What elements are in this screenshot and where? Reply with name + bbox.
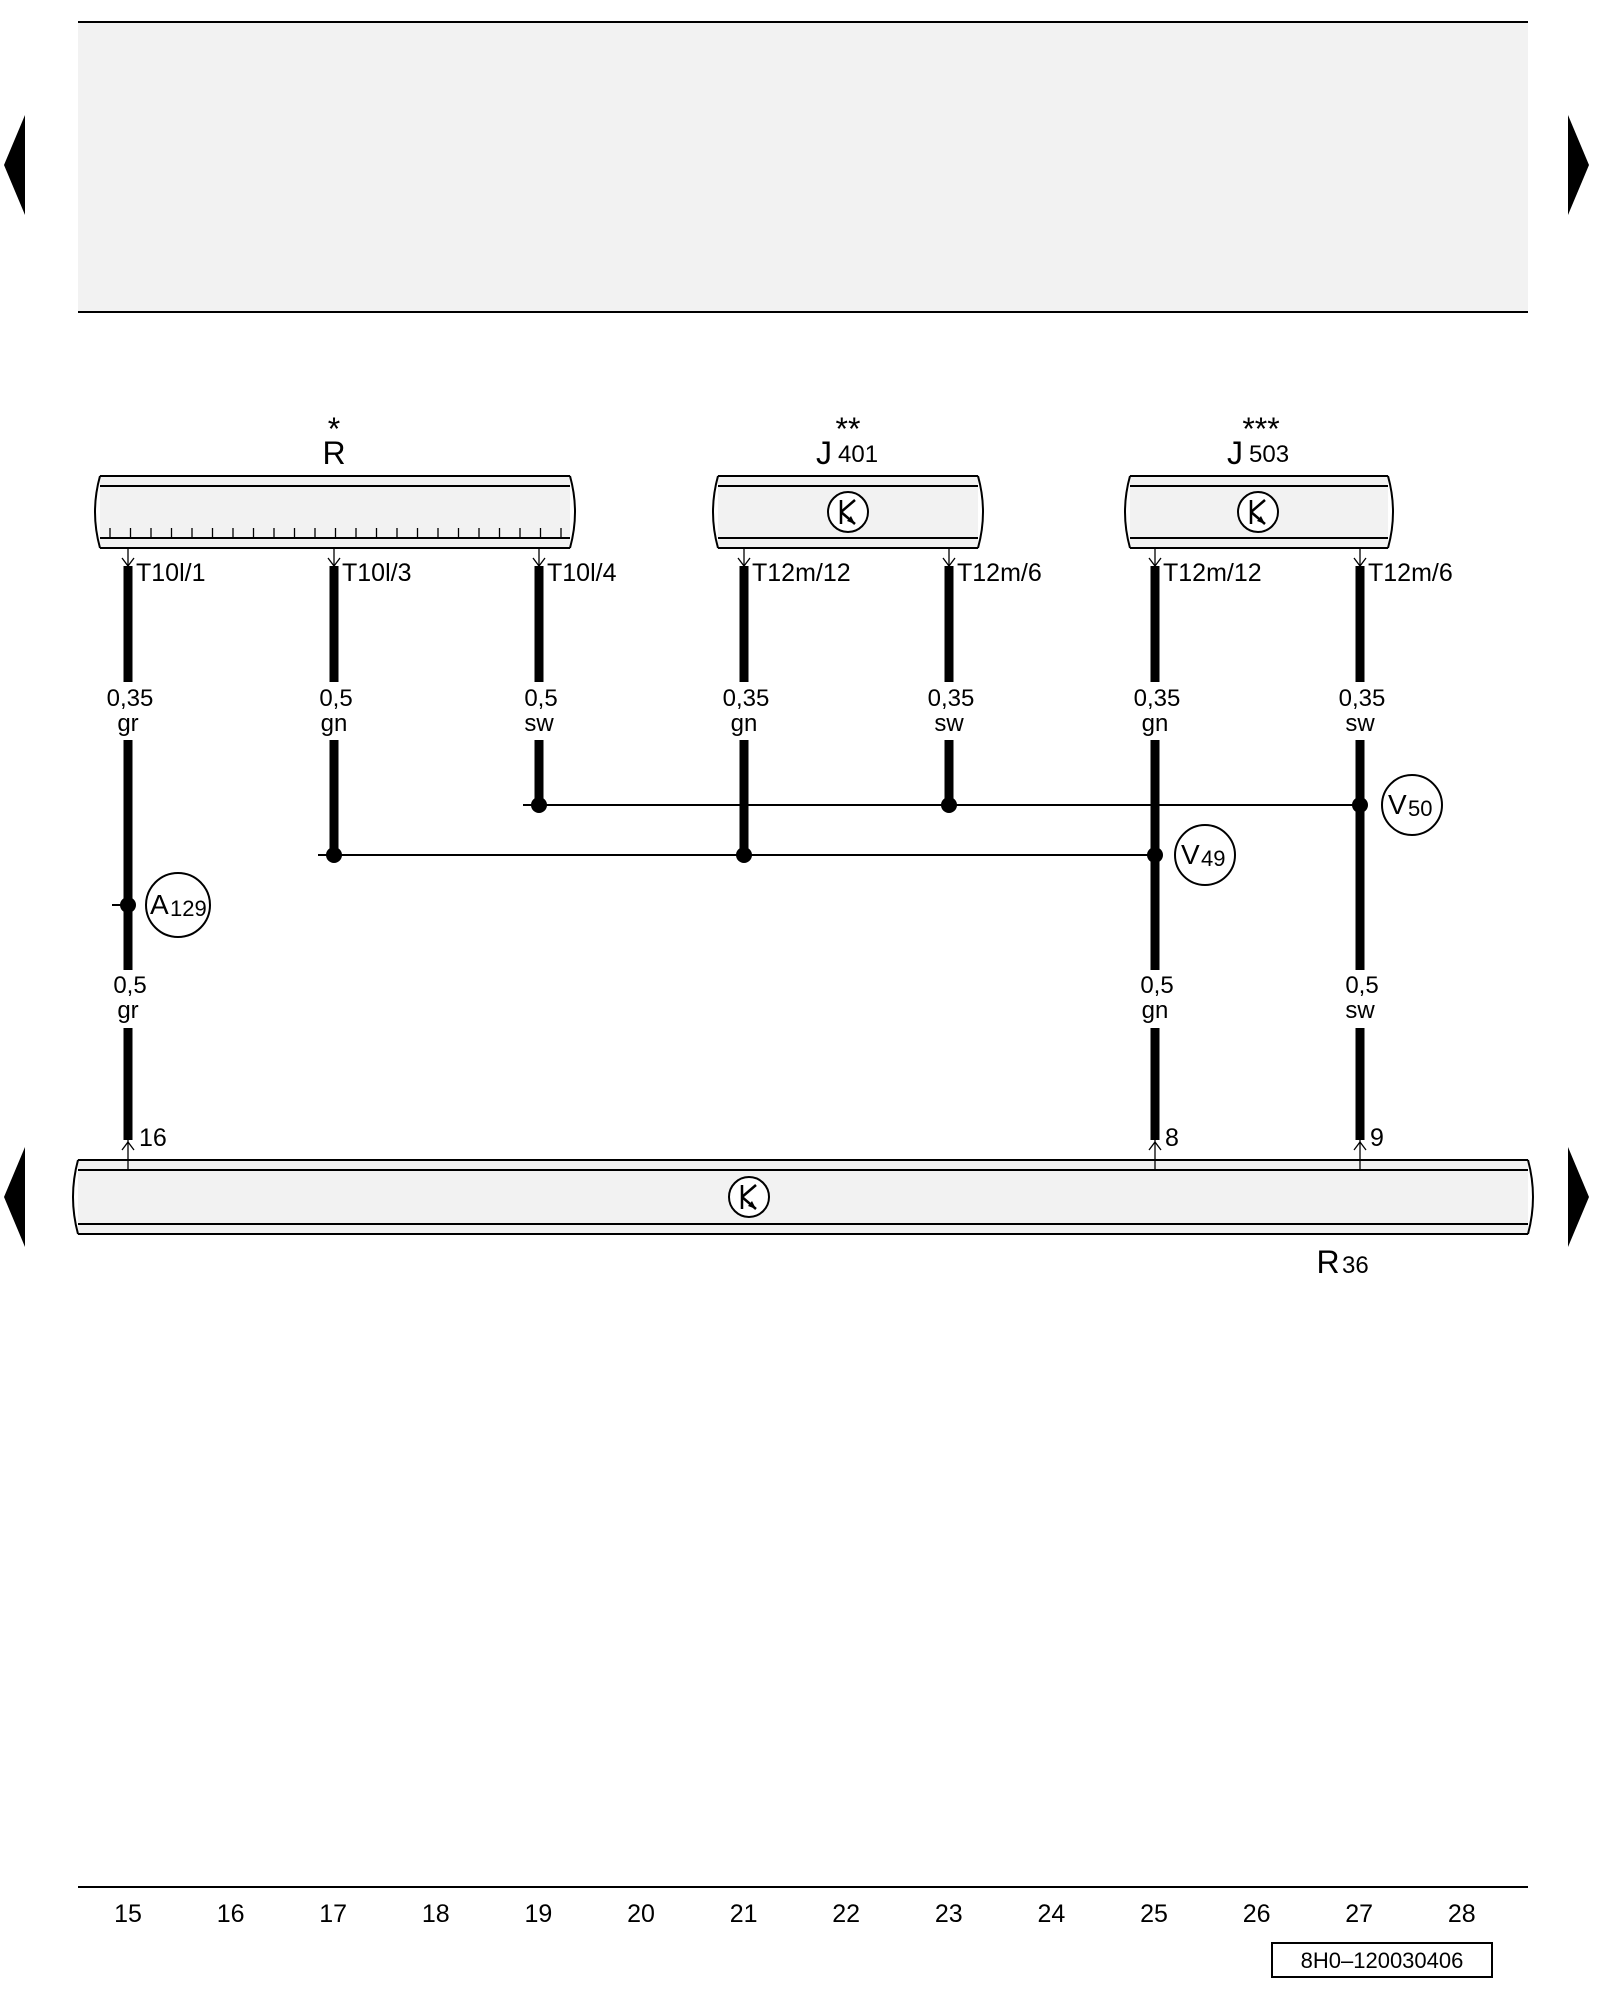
pin-label-8: 8 xyxy=(1165,1124,1179,1152)
axis-label-25: 25 xyxy=(1140,1900,1168,1928)
connector-label-t10l-4: T10l/4 xyxy=(547,559,617,587)
junction-dot-25 xyxy=(1147,847,1163,863)
r36-name: R xyxy=(1316,1244,1339,1280)
v49-letter: V xyxy=(1181,839,1200,870)
j503-name: J xyxy=(1227,435,1243,471)
junction-dot-15 xyxy=(120,897,136,913)
axis-label-19: 19 xyxy=(524,1900,552,1928)
next-page-arrow-top[interactable] xyxy=(1568,115,1589,215)
wire-4-size: 0,35 xyxy=(723,685,770,712)
next-page-arrow-bottom[interactable] xyxy=(1568,1147,1589,1247)
v50-letter: V xyxy=(1388,789,1407,820)
v50-num: 50 xyxy=(1408,796,1432,821)
j401-mark: ** xyxy=(836,411,861,447)
wire-8-size: 0,5 xyxy=(113,972,146,999)
wire-10-size: 0,5 xyxy=(1345,972,1378,999)
wire-6-size: 0,35 xyxy=(1134,685,1181,712)
diagram-code: 8H0–120030406 xyxy=(1301,1948,1464,1973)
junction-label-v49: V 49 xyxy=(1174,824,1236,886)
a129-letter: A xyxy=(150,889,169,920)
connector-label-t12m-6-j401: T12m/6 xyxy=(957,559,1042,587)
a129-num: 129 xyxy=(170,896,207,921)
can-bus-icon-j503 xyxy=(1237,491,1279,533)
axis-label-27: 27 xyxy=(1345,1900,1373,1928)
can-bus-icon-j401 xyxy=(827,491,869,533)
radio-name: R xyxy=(322,435,345,471)
axis-label-26: 26 xyxy=(1243,1900,1271,1928)
wire-6-color: gn xyxy=(1142,710,1169,737)
connector-label-t12m-12-j401: T12m/12 xyxy=(752,559,851,587)
wire-3-color: sw xyxy=(524,710,554,737)
axis-label-15: 15 xyxy=(114,1900,142,1928)
wire-9-size: 0,5 xyxy=(1140,972,1173,999)
wire-8-color: gr xyxy=(117,997,138,1024)
junction-dot-23 xyxy=(941,797,957,813)
radio-mark: * xyxy=(328,411,340,447)
junction-dot-21 xyxy=(736,847,752,863)
wire-5-size: 0,35 xyxy=(928,685,975,712)
wire-7-color: sw xyxy=(1345,710,1375,737)
j503-sub: 503 xyxy=(1249,441,1289,468)
connector-label-t12m-12-j503: T12m/12 xyxy=(1163,559,1262,587)
wire-3-size: 0,5 xyxy=(524,685,557,712)
wire-1-color: gr xyxy=(117,710,138,737)
junction-dot-19 xyxy=(531,797,547,813)
junction-label-v50: V 50 xyxy=(1381,774,1443,836)
component-r36 xyxy=(72,1159,1534,1235)
wire-10-color: sw xyxy=(1345,997,1375,1024)
v49-num: 49 xyxy=(1201,846,1225,871)
junction-dot-17 xyxy=(326,847,342,863)
wire-7-size: 0,35 xyxy=(1339,685,1386,712)
j401-sub: 401 xyxy=(838,441,878,468)
axis-label-20: 20 xyxy=(627,1900,655,1928)
axis-label-21: 21 xyxy=(730,1900,758,1928)
axis-label-23: 23 xyxy=(935,1900,963,1928)
junction-label-a129: A 129 xyxy=(145,872,211,938)
connector-stubs-bottom xyxy=(121,1140,1367,1170)
pin-label-9: 9 xyxy=(1370,1124,1384,1152)
connector-label-t10l-1: T10l/1 xyxy=(136,559,205,587)
axis-label-24: 24 xyxy=(1037,1900,1065,1928)
axis-labels: 15 16 17 18 19 20 21 22 23 24 25 26 27 28 xyxy=(114,1900,1476,1928)
can-bus-icon-r36 xyxy=(728,1176,770,1218)
component-j503 xyxy=(1124,475,1394,549)
j401-name: J xyxy=(816,435,832,471)
r36-sub: 36 xyxy=(1342,1252,1369,1279)
connector-stubs-top xyxy=(121,548,1367,568)
axis-label-16: 16 xyxy=(217,1900,245,1928)
axis-label-28: 28 xyxy=(1448,1900,1476,1928)
component-radio-r xyxy=(94,475,576,549)
axis-label-22: 22 xyxy=(832,1900,860,1928)
header-panel xyxy=(78,22,1528,312)
diagram-code-box xyxy=(1271,1942,1493,1978)
connector-label-t12m-6-j503: T12m/6 xyxy=(1368,559,1453,587)
junction-dot-27 xyxy=(1352,797,1368,813)
connector-label-t10l-3: T10l/3 xyxy=(342,559,411,587)
wire-5-color: sw xyxy=(934,710,964,737)
wire-4-color: gn xyxy=(731,710,758,737)
prev-page-arrow-bottom[interactable] xyxy=(4,1147,25,1247)
wire-9-color: gn xyxy=(1142,997,1169,1024)
wire-1-size: 0,35 xyxy=(107,685,154,712)
wire-2-size: 0,5 xyxy=(319,685,352,712)
axis-label-18: 18 xyxy=(422,1900,450,1928)
pin-label-16: 16 xyxy=(139,1124,167,1152)
prev-page-arrow-top[interactable] xyxy=(4,115,25,215)
wire-2-color: gn xyxy=(321,710,348,737)
axis-label-17: 17 xyxy=(319,1900,347,1928)
j503-mark: *** xyxy=(1242,411,1279,447)
